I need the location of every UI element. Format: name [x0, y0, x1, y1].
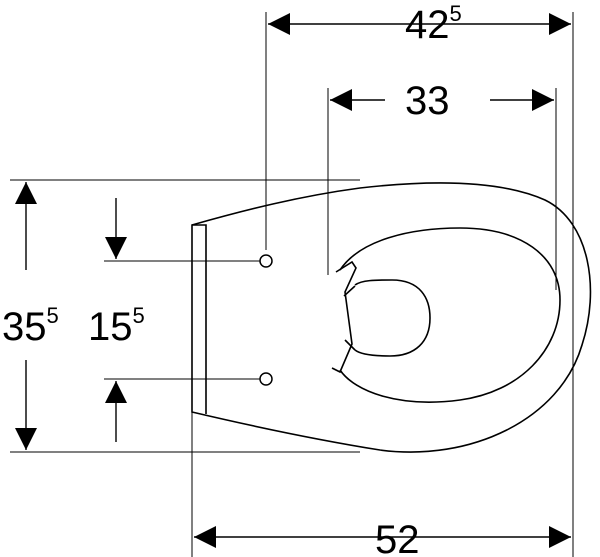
bowl-inner-rim — [339, 227, 561, 403]
label-left-height: 355 — [2, 303, 59, 349]
seat-hinge-inner — [343, 285, 356, 351]
bowl-back-plate — [192, 224, 207, 414]
label-bottom-width: 52 — [375, 518, 420, 557]
fixing-hole-bottom — [259, 372, 273, 386]
label-inner-width: 33 — [405, 79, 450, 123]
bowl-outer-edge — [191, 182, 592, 453]
bowl-basin — [354, 279, 431, 357]
extension-lines — [10, 12, 574, 557]
bowl-outline — [191, 182, 592, 453]
fixing-hole-top — [259, 254, 273, 268]
label-top-width: 425 — [405, 1, 462, 47]
label-hole-spacing: 155 — [88, 303, 145, 349]
seat-hinge-detail — [331, 260, 357, 374]
